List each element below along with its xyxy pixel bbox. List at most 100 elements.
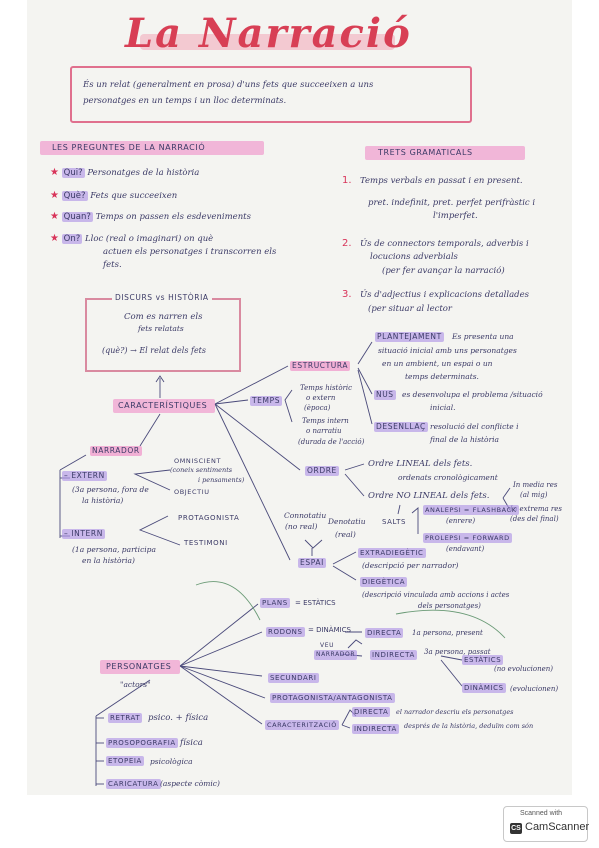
secundari-label: SECUNDARI — [268, 673, 319, 683]
definition-line1: És un relat (generalment en prosa) d'uns… — [83, 80, 374, 90]
salts-label: SALTS — [382, 518, 407, 526]
connotatiu-2: (no real) — [285, 522, 318, 531]
desenllac-label: DESENLLAÇ — [374, 422, 428, 432]
intern-label: – INTERN — [62, 529, 105, 539]
trets-item1-line3: l'imperfet. — [433, 211, 478, 221]
c-indirecta-def: després de la història, deduïm com són — [404, 722, 534, 730]
protag-antag-label: PROTAGONISTA/ANTAGONISTA — [270, 693, 395, 703]
diegetica-sub2: dels personatges) — [418, 602, 481, 610]
temps-intern-2: o narratiu — [306, 427, 342, 435]
preguntes-header: LES PREGUNTES DE LA NARRACIÓ — [52, 143, 206, 152]
omniscient-sub2: i pensaments) — [198, 476, 245, 484]
caricatura-def: (aspecte còmic) — [160, 779, 220, 788]
pregunta-on-cont2: fets. — [103, 260, 122, 270]
personatges-sub: "actors" — [120, 680, 151, 689]
veu-label: VEU — [320, 642, 335, 649]
nus-line1: es desenvolupa el problema /situació — [402, 390, 543, 399]
diegetica-label: DIEGÈTICA — [360, 577, 408, 587]
dinamics-sub: (evolucionen) — [510, 685, 559, 693]
ordre-extrema-1: In extrema res — [510, 505, 563, 513]
retrat-label: RETRAT — [108, 713, 143, 723]
pregunta-qui: ★ Qui? Personatges de la història — [50, 167, 200, 178]
c-directa-def: el narrador descriu els personatges — [396, 708, 514, 716]
camscanner-logo: Scanned with CS CamScanner — [503, 806, 589, 842]
ordre-label: ORDRE — [305, 466, 339, 476]
temps-intern-1: Temps intern — [302, 417, 349, 425]
trets-item3-line1: Ús d'adjectius i explicacions detallades — [360, 290, 529, 300]
rodons-label: RODONS — [266, 627, 305, 637]
prosopografia-def: física — [180, 738, 203, 748]
omniscient-label: OMNISCIENT — [174, 457, 222, 465]
extradiegetic-label: EXTRADIEGÈTIC — [358, 548, 426, 558]
ordre-lineal: Ordre LINEAL dels fets. — [368, 459, 473, 469]
c-indirecta-label: INDIRECTA — [352, 724, 399, 734]
ordre-media-2: (al mig) — [520, 491, 548, 499]
temps-historic-1: Temps històric — [300, 384, 353, 392]
nus-line2: inicial. — [430, 403, 456, 412]
trets-header: TRETS GRAMATICALS — [378, 148, 473, 157]
plantejament-label: PLANTEJAMENT — [375, 332, 444, 342]
discurs-line3: (què?) → El relat dels fets — [102, 346, 206, 355]
extern-label: – EXTERN — [62, 471, 107, 481]
trets-item2-line2: locucions adverbials — [370, 252, 458, 262]
pregunta-que: ★ Què? Fets que succeeixen — [50, 190, 178, 201]
temps-label: TEMPS — [250, 396, 283, 406]
pregunta-quan: ★ Quan? Temps on passen els esdeveniment… — [50, 211, 251, 222]
connotatiu-1: Connotatiu — [284, 511, 327, 520]
discurs-header: DISCURS vs HISTÒRIA — [112, 293, 212, 303]
ordre-media-1: In media res — [513, 481, 558, 489]
retrat-def: psico. + física — [148, 713, 209, 723]
caracteristiques-highlight — [113, 399, 215, 413]
estatics-sub: (no evolucionen) — [494, 665, 554, 673]
trets-item2-line1: Ús de connectors temporals, adverbis i — [360, 239, 529, 249]
estructura-label: ESTRUCTURA — [290, 361, 351, 371]
trets-num1: 1. — [342, 175, 352, 186]
nus-label: NUS — [374, 390, 396, 400]
trets-header-highlight — [365, 146, 525, 160]
analepsi-label: ANALEPSI = FLASHBACK — [423, 505, 519, 515]
objectiu-label: OBJECTIU — [174, 488, 210, 496]
pregunta-on-cont1: actuen els personatges i transcorren els — [103, 247, 277, 257]
camscanner-icon: CS — [510, 823, 522, 834]
temps-historic-3: (època) — [304, 404, 331, 412]
plans-label: PLANS — [260, 598, 290, 608]
preguntes-header-highlight — [40, 141, 264, 155]
temps-historic-2: o extern — [306, 394, 336, 402]
scanned-with-text: Scanned with — [520, 810, 563, 817]
trets-num3: 3. — [342, 289, 352, 300]
denotatiu-2: (real) — [335, 530, 356, 539]
prolepsi-sub: (endavant) — [446, 545, 485, 553]
analepsi-sub: (enrere) — [446, 517, 476, 525]
caracteristiques-label: CARACTERÍSTIQUES — [118, 401, 208, 410]
caracteritzacio-label: CARACTERITZACIÓ — [265, 720, 339, 730]
indirecta-label: INDIRECTA — [370, 650, 417, 660]
definition-box — [70, 66, 472, 123]
desenllac-line2: final de la història — [430, 435, 500, 444]
trets-item1-line1: Temps verbals en passat i en present. — [360, 176, 523, 186]
prosopografia-label: PROSOPOGRAFIA — [106, 738, 178, 748]
diegetica-sub1: (descripció vinculada amb accions i acte… — [362, 591, 510, 599]
protagonista-label: PROTAGONISTA — [178, 514, 240, 522]
page-title: La Narració — [125, 10, 412, 57]
extern-sub2: la història) — [82, 496, 124, 505]
directa-def: 1a persona, present — [412, 629, 483, 637]
plantejament-line3: en un ambient, un espai o un — [382, 359, 493, 368]
plantejament-line2: situació inicial amb uns personatges — [378, 346, 517, 355]
plantejament-line1: Es presenta una — [452, 332, 514, 341]
etopeia-label: ETOPEIA — [106, 756, 144, 766]
trets-item1-line2: pret. indefinit, pret. perfet perifràsti… — [368, 198, 536, 208]
ordre-extrema-2: (des del final) — [510, 515, 559, 523]
trets-num2: 2. — [342, 238, 352, 249]
trets-item2-line3: (per fer avançar la narració) — [382, 266, 505, 276]
personatges-label: PERSONATGES — [106, 662, 172, 671]
extern-sub1: (3a persona, fora de — [72, 485, 149, 494]
estatics-label: ESTÀTICS — [462, 655, 504, 665]
personatges-highlight — [100, 660, 180, 674]
discurs-line2: fets relatats — [138, 324, 184, 333]
definition-line2: personatges en un temps i un lloc determ… — [83, 96, 287, 106]
narrador-label: NARRADOR — [90, 446, 142, 456]
pregunta-on: ★ On? Lloc (real o imaginari) on què — [50, 233, 214, 244]
caricatura-label: CARICATURA — [106, 779, 161, 789]
temps-intern-3: (durada de l'acció) — [298, 438, 365, 446]
